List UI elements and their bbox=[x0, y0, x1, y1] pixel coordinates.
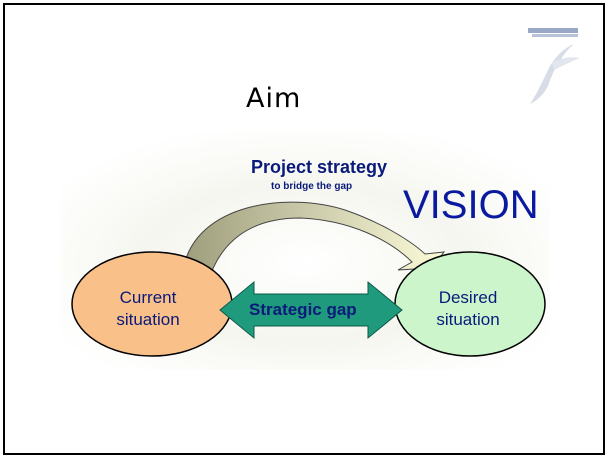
vision-label: VISION bbox=[403, 183, 539, 227]
bridge-gap-label: to bridge the gap bbox=[271, 181, 353, 192]
desired-situation-label: Desired situation bbox=[420, 287, 516, 331]
project-strategy-label: Project strategy bbox=[251, 157, 388, 177]
bird-logo-icon bbox=[528, 28, 580, 104]
strategic-gap-label: Strategic gap bbox=[249, 300, 357, 319]
current-line-1: Current bbox=[119, 288, 177, 307]
strategy-diagram bbox=[60, 132, 550, 370]
desired-line-1: Desired bbox=[438, 288, 498, 307]
slide-title: Aim bbox=[246, 83, 302, 114]
current-line-2: situation bbox=[116, 310, 180, 329]
strategic-gap-arrow bbox=[219, 280, 403, 340]
desired-line-2: situation bbox=[436, 310, 500, 329]
current-situation-label: Current situation bbox=[100, 287, 196, 331]
